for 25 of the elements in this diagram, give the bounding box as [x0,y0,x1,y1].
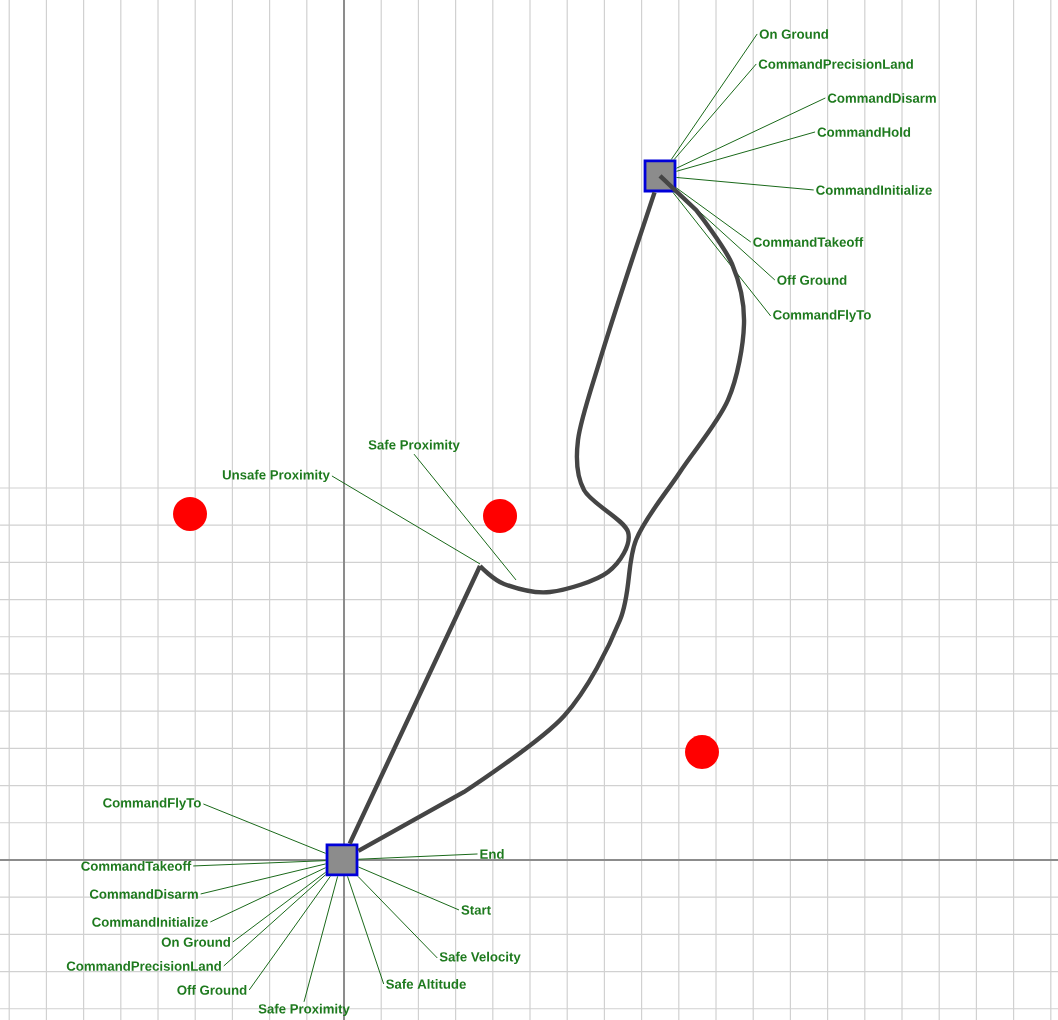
leader-line [223,874,327,967]
leader-line [670,33,758,161]
waypoint-square [643,159,677,193]
leader-line [675,187,752,243]
leader-line [673,63,757,161]
leader-line [202,803,327,854]
waypoint-square [325,843,359,877]
leader-line [200,863,327,895]
leader-line [357,866,460,911]
leader-line [232,871,327,943]
leader-line [209,867,327,923]
leader-line [331,475,481,565]
leader-line [675,176,815,191]
leader-line [303,875,339,1003]
flight-path [347,190,657,846]
leader-line [675,97,826,169]
leader-line [672,191,772,317]
flight-path [357,174,747,853]
leader-line [357,875,438,959]
leader-line [248,875,331,991]
leader-line [413,453,517,581]
leader-line [357,853,479,860]
leader-line [192,860,327,867]
leader-line [675,131,816,172]
leader-line [347,875,385,985]
